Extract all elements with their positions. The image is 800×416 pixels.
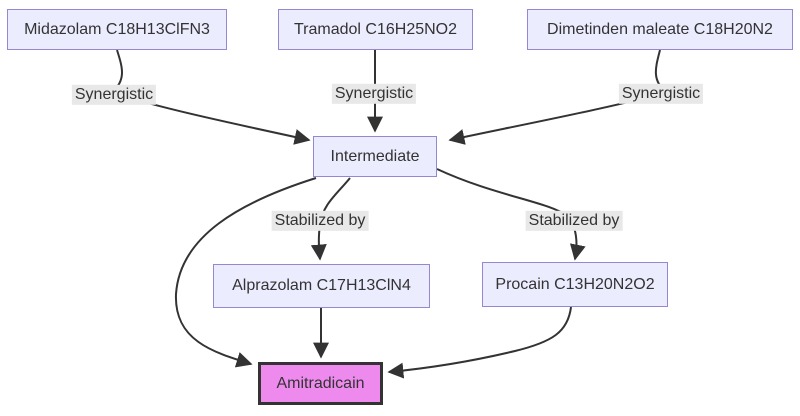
node-alprazolam: Alprazolam C17H13ClN4 (213, 264, 430, 308)
edge-label-stabilized-by-2: Stabilized by (525, 210, 623, 232)
edge-intermediate-amitradicain (174, 177, 317, 368)
node-tramadol: Tramadol C16H25NO2 (278, 9, 473, 50)
node-amitradicain: Amitradicain (258, 362, 383, 405)
edge-label-synergistic-1: Synergistic (71, 84, 157, 106)
edge-label-stabilized-by-1: Stabilized by (271, 210, 369, 232)
edge-procain-amitradicain (387, 306, 572, 379)
node-dimetinden-maleate: Dimetinden maleate C18H20N2 (527, 9, 793, 50)
node-midazolam: Midazolam C18H13ClFN3 (7, 9, 227, 50)
edge-label-synergistic-3: Synergistic (618, 83, 704, 105)
node-intermediate: Intermediate (313, 136, 437, 177)
node-procain: Procain C13H20N2O2 (482, 262, 668, 307)
edge-label-synergistic-2: Synergistic (331, 83, 417, 105)
